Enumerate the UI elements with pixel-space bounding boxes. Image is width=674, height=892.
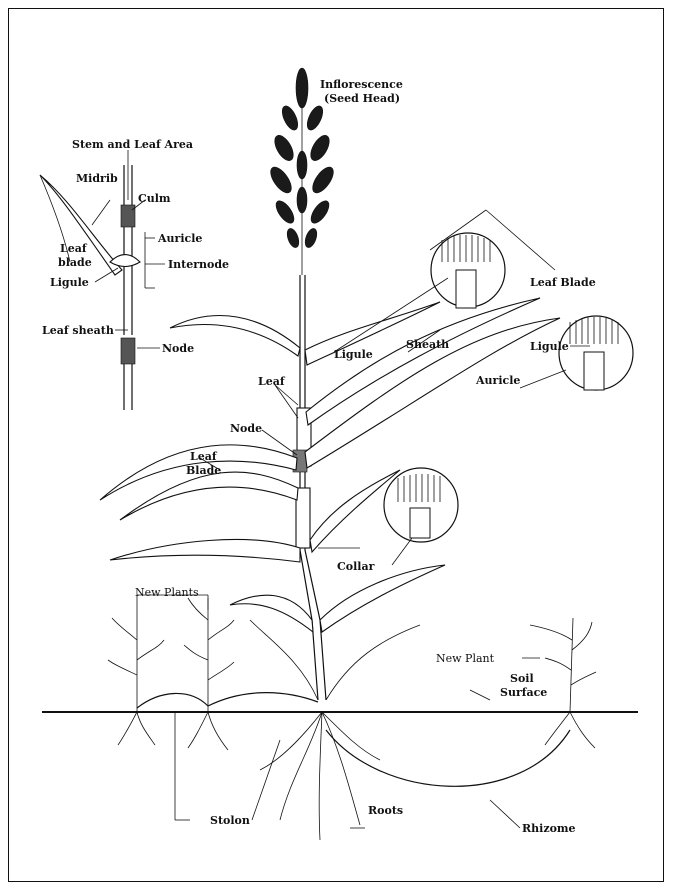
label-ligule-main: Ligule bbox=[334, 348, 373, 361]
label-soil: Soil bbox=[510, 672, 534, 685]
label-leaf-blade-left-1: Leaf bbox=[190, 450, 218, 463]
label-node: Node bbox=[230, 422, 262, 435]
label-inflorescence: Inflorescence bbox=[320, 78, 403, 91]
label-leaf-blade-inset-1: Leaf bbox=[60, 242, 88, 255]
new-plant-left bbox=[108, 598, 234, 712]
label-leaf: Leaf bbox=[258, 375, 286, 388]
leader-lines bbox=[92, 150, 590, 828]
label-roots: Roots bbox=[368, 804, 403, 817]
label-node-inset: Node bbox=[162, 342, 194, 355]
roots bbox=[118, 712, 595, 840]
label-ligule-inset: Ligule bbox=[50, 276, 89, 289]
main-leaves bbox=[100, 298, 560, 700]
label-auricle-inset: Auricle bbox=[157, 232, 202, 245]
label-surface: Surface bbox=[500, 686, 547, 699]
label-rhizome: Rhizome bbox=[522, 822, 576, 835]
label-leaf-blade-inset-2: blade bbox=[58, 256, 92, 269]
label-stolon: Stolon bbox=[210, 814, 250, 827]
label-leaf-sheath: Leaf sheath bbox=[42, 324, 114, 337]
label-new-plants: New Plants bbox=[135, 586, 199, 599]
label-stem-leaf-area: Stem and Leaf Area bbox=[72, 138, 193, 151]
label-sheath: Sheath bbox=[406, 338, 449, 351]
label-culm: Culm bbox=[138, 192, 171, 205]
label-internode: Internode bbox=[168, 258, 229, 271]
label-auricle-right: Auricle bbox=[475, 374, 520, 387]
label-new-plant: New Plant bbox=[436, 652, 495, 665]
label-midrib: Midrib bbox=[76, 172, 118, 185]
label-ligule-right: Ligule bbox=[530, 340, 569, 353]
label-leaf-blade-right: Leaf Blade bbox=[530, 276, 596, 289]
label-seed-head: (Seed Head) bbox=[324, 92, 400, 105]
label-collar: Collar bbox=[337, 560, 375, 573]
rhizome bbox=[326, 730, 570, 786]
label-leaf-blade-left-2: Blade bbox=[186, 464, 221, 477]
stolons bbox=[137, 693, 318, 708]
